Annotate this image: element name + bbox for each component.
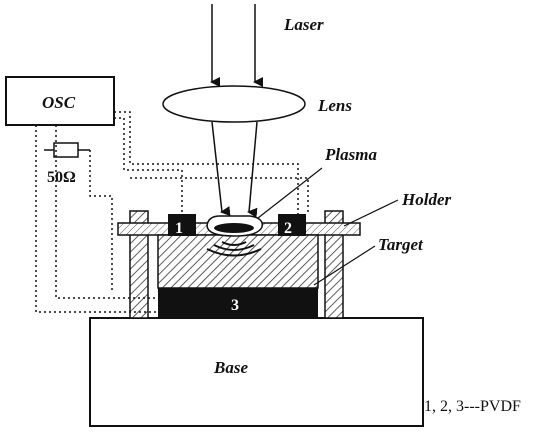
pvdf-sensor-1 (168, 214, 196, 236)
lens-label: Lens (317, 96, 352, 115)
holder-right-post (324, 210, 344, 319)
resistor-label: 50Ω (47, 169, 76, 186)
wire-sensor-3 (55, 125, 158, 299)
focused-beam-left (211, 121, 231, 217)
base-block (89, 317, 424, 427)
pvdf-sensor-1-label: 1 (175, 220, 183, 237)
target-label: Target (378, 235, 424, 254)
signal-wires (35, 111, 309, 313)
shock-wave-1 (221, 241, 247, 246)
plasma-leader (257, 167, 323, 219)
legend-text: 1, 2, 3---PVDF (424, 398, 521, 415)
pvdf-sensor-3-label: 3 (231, 297, 239, 314)
holder-label: Holder (401, 190, 451, 209)
resistor (53, 142, 79, 158)
wire-ground-2 (89, 150, 113, 290)
wire-ground-1 (35, 125, 158, 313)
holder-leader (343, 199, 399, 227)
laser-label: Laser (283, 15, 324, 34)
shock-wave-3 (206, 248, 262, 257)
wire-sensor-2 (114, 111, 299, 214)
wire-sensor-1 (114, 117, 183, 214)
plasma-label: Plasma (324, 145, 377, 164)
wire-right-loop (130, 177, 309, 214)
plasma-core (214, 223, 254, 233)
focused-beam-right (247, 121, 258, 218)
holder-left-post (129, 210, 149, 319)
target-leader (313, 245, 376, 286)
pvdf-sensor-2 (278, 214, 306, 236)
shock-wave-2 (213, 244, 255, 251)
base-label: Base (213, 358, 248, 377)
lens (162, 85, 306, 123)
target-block (157, 234, 319, 289)
oscilloscope-box (5, 76, 115, 126)
pvdf-sensor-2-label: 2 (284, 220, 292, 237)
pvdf-sensor-3 (158, 288, 318, 318)
oscilloscope-label: OSC (42, 93, 76, 112)
